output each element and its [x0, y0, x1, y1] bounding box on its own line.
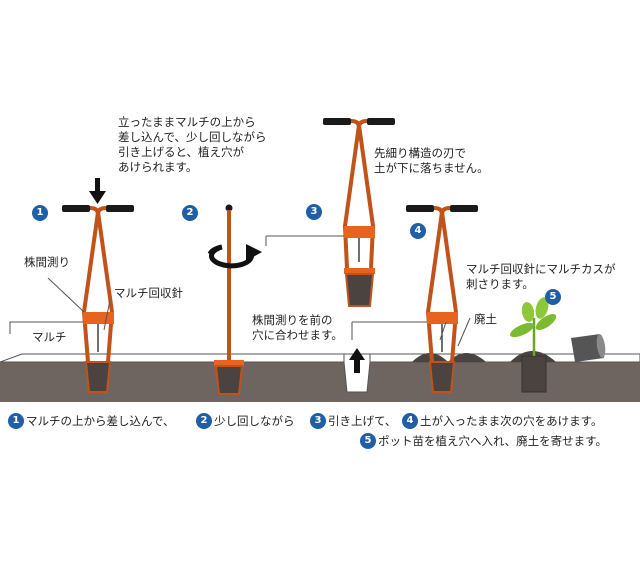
- caption-badge-2: 2: [196, 412, 212, 429]
- mulch-label: マルチ: [32, 330, 67, 344]
- top-instruction: 立ったままマルチの上から 差し込んで、少し回しながら 引き上げると、植え穴が あ…: [118, 115, 267, 174]
- caption-badge-4: 4: [402, 412, 418, 429]
- tool-step-1: [47, 178, 134, 393]
- caption-badge-1: 1: [8, 412, 24, 429]
- waste-soil-label: 廃土: [474, 312, 497, 326]
- pot: [571, 334, 604, 362]
- caption-text-3: 引き上げて、: [328, 414, 397, 428]
- align-note: 株間測りを前の 穴に合わせます。: [252, 313, 343, 342]
- caption-badge-3: 3: [310, 412, 326, 429]
- pin-note: マルチ回収針にマルチカスが 刺さります。: [466, 262, 616, 291]
- down-arrow-icon: [89, 178, 106, 204]
- step-badge-1: 1: [32, 205, 48, 221]
- step-badge-2: 2: [182, 205, 198, 221]
- seedling-step-5: [510, 297, 606, 393]
- rotate-arrow-icon: [207, 244, 262, 269]
- step-badge-3: 3: [306, 204, 322, 220]
- step-badge-5: 5: [545, 289, 561, 305]
- caption-badge-5: 5: [360, 432, 376, 449]
- tool-step-2: [207, 204, 262, 395]
- hole-step-3: [343, 348, 371, 393]
- tool-step-4: [351, 205, 486, 393]
- tool-step-3: [265, 118, 395, 307]
- caption-text-2: 少し回しながら: [214, 414, 295, 428]
- caption-text-1: マルチの上から差し込んで、: [26, 414, 175, 428]
- step-badge-4: 4: [410, 223, 426, 239]
- caption-text-4: 土が入ったまま次の穴をあけます。: [420, 414, 603, 428]
- up-arrow-icon: [349, 348, 365, 373]
- caption-text-5: ポット苗を植え穴へ入れ、廃土を寄せます。: [378, 434, 607, 448]
- kabuma-label: 株間測り: [24, 255, 70, 269]
- taper-note: 先細り構造の刃で 土が下に落ちません。: [374, 146, 489, 175]
- mulch-pin-label: マルチ回収針: [114, 286, 183, 300]
